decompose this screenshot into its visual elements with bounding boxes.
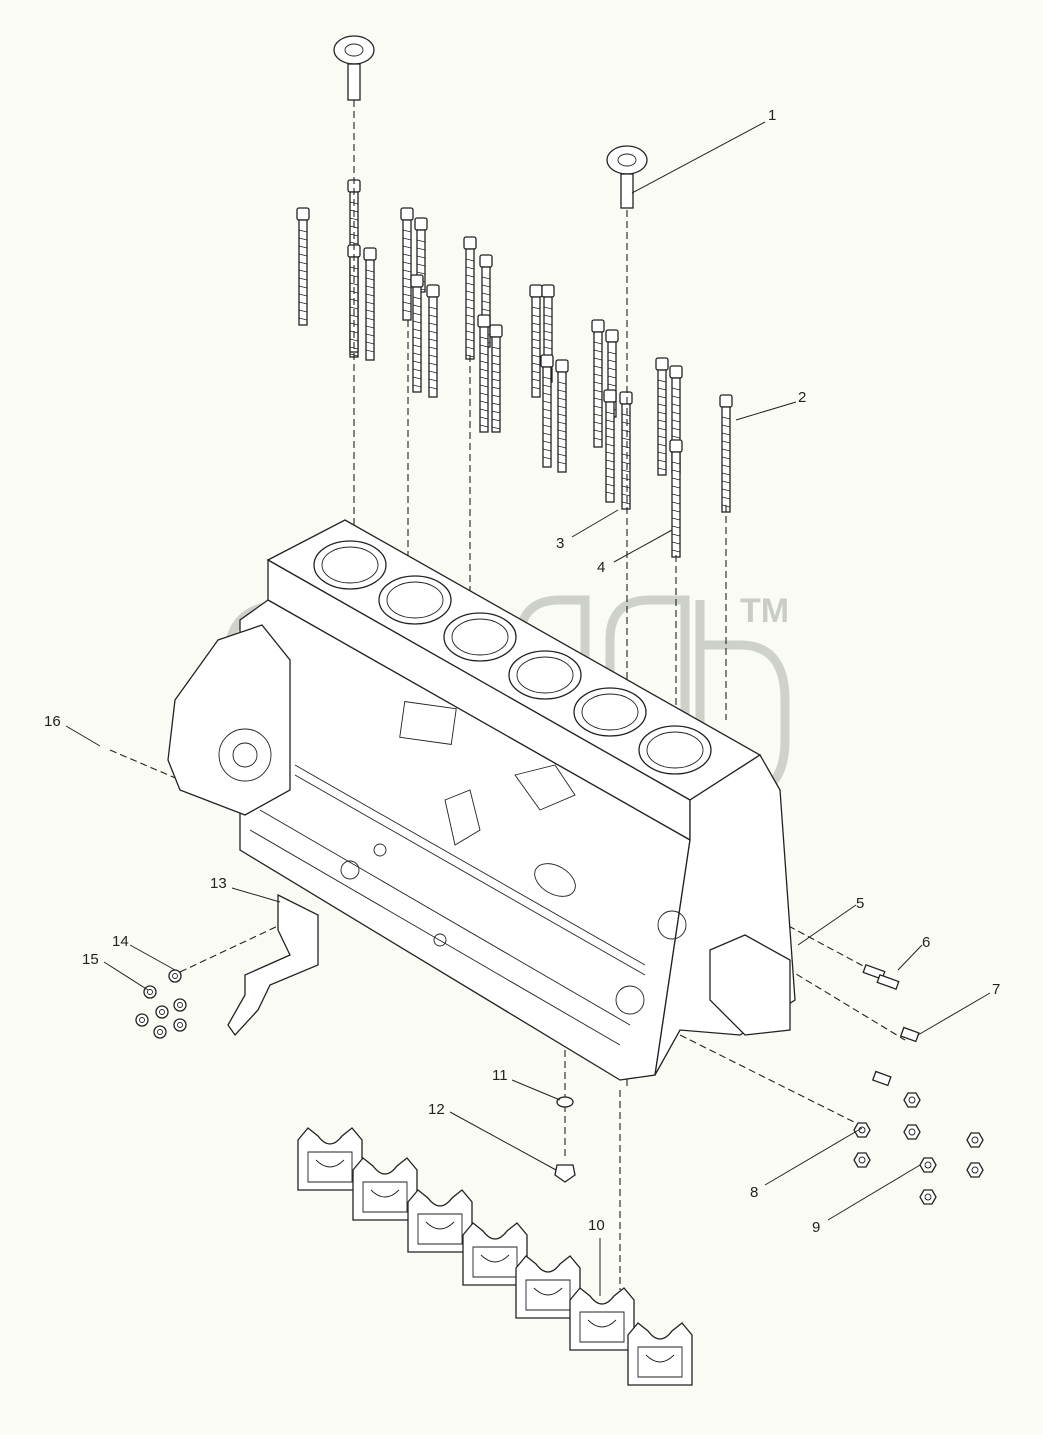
- head-bolt: [619, 391, 633, 510]
- assembly-lines: [109, 100, 906, 1290]
- cylinder-bores: [313, 540, 712, 775]
- bearing-cap: [569, 1287, 635, 1351]
- hex-nut: [919, 1189, 937, 1205]
- callout-16: 16: [44, 713, 61, 730]
- hex-nut: [153, 1025, 167, 1039]
- washer: [556, 1096, 574, 1108]
- head-bolt: [555, 359, 569, 473]
- bearing-cap: [407, 1189, 473, 1253]
- callout-6: 6: [922, 934, 930, 951]
- callout-3: 3: [556, 535, 564, 552]
- head-bolt: [463, 236, 477, 360]
- callout-15: 15: [82, 951, 99, 968]
- hex-nut: [155, 1005, 169, 1019]
- head-bolt: [655, 357, 669, 476]
- main-bearing-caps: [297, 1127, 693, 1386]
- mounting-bracket: [227, 893, 319, 1037]
- right-pins: [862, 963, 920, 1087]
- callout-labels: 1 2 3 4 5 6 7 8 9 10 11 12 13 14 15 16: [44, 107, 1000, 1236]
- drain-plug: [554, 1164, 576, 1183]
- head-bolt: [529, 284, 543, 398]
- bearing-cap: [297, 1127, 363, 1191]
- callout-9: 9: [812, 1219, 820, 1236]
- hex-nut: [853, 1122, 871, 1138]
- hex-nut: [173, 1018, 187, 1032]
- bearing-cap: [352, 1157, 418, 1221]
- callout-1: 1: [768, 107, 776, 124]
- lifting-eye-right: [606, 145, 648, 209]
- callout-4: 4: [597, 559, 605, 576]
- bearing-cap: [627, 1322, 693, 1386]
- hex-nut: [143, 985, 157, 999]
- callout-2: 2: [798, 389, 806, 406]
- bearing-cap: [515, 1255, 581, 1319]
- lifting-eye-left: [333, 35, 375, 101]
- head-bolt: [400, 207, 414, 321]
- hex-nut: [903, 1124, 921, 1140]
- head-bolt-group: [296, 179, 733, 558]
- hex-nut: [853, 1152, 871, 1168]
- head-bolt: [477, 314, 491, 433]
- trademark-symbol: TM: [740, 592, 789, 630]
- callout-11: 11: [492, 1067, 508, 1084]
- head-bolt: [603, 389, 617, 503]
- head-bolt: [669, 439, 683, 558]
- hex-nut: [903, 1092, 921, 1108]
- callout-10: 10: [588, 1217, 605, 1234]
- right-nut-group: [853, 1092, 984, 1205]
- callout-13: 13: [210, 875, 227, 892]
- hex-nut: [168, 969, 182, 983]
- head-bolt: [426, 284, 440, 398]
- callout-8: 8: [750, 1184, 758, 1201]
- hex-nut: [966, 1132, 984, 1148]
- callout-5: 5: [856, 895, 864, 912]
- head-bolt: [591, 319, 605, 448]
- head-bolt: [540, 354, 554, 468]
- callout-14: 14: [112, 933, 129, 950]
- hex-nut: [966, 1162, 984, 1178]
- hex-nut: [135, 1013, 149, 1027]
- callout-7: 7: [992, 981, 1000, 998]
- left-nut-group: [135, 969, 187, 1039]
- head-bolt: [489, 324, 503, 433]
- hex-nut: [173, 998, 187, 1012]
- leader-lines: [65, 121, 991, 1296]
- hex-nut: [919, 1157, 937, 1173]
- head-bolt: [414, 217, 428, 293]
- engine-block: [167, 519, 796, 1081]
- head-bolt: [410, 274, 424, 393]
- head-bolt: [363, 247, 377, 361]
- head-bolt: [296, 207, 310, 326]
- head-bolt: [719, 394, 733, 513]
- callout-12: 12: [428, 1101, 445, 1118]
